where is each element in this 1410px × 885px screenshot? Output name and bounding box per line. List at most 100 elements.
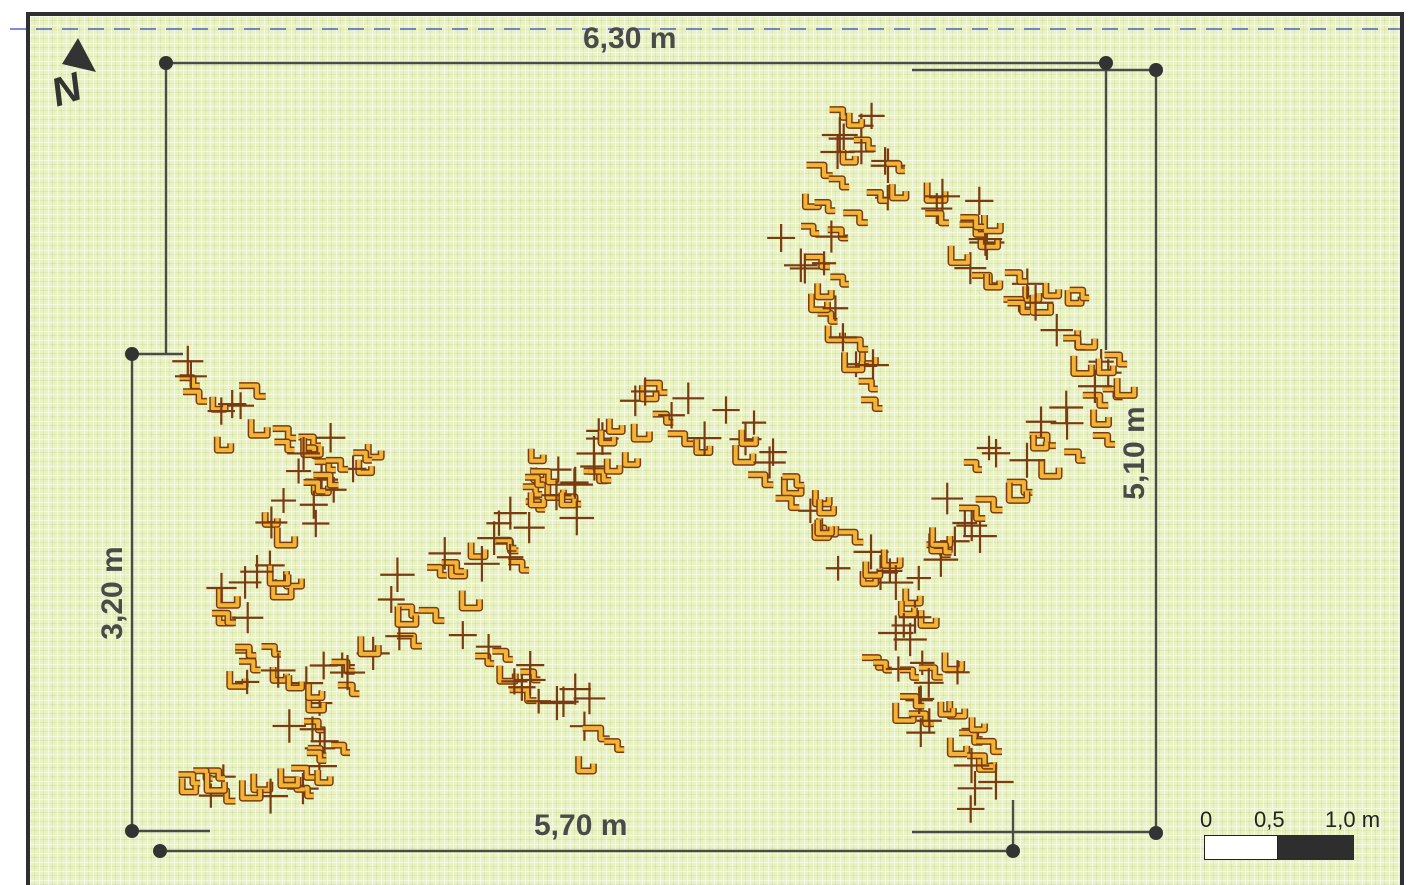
planting-stake — [759, 438, 787, 466]
planting-unit — [844, 337, 869, 352]
planting-unit — [272, 426, 297, 441]
planting-unit — [643, 381, 668, 395]
planting-unit — [903, 588, 923, 606]
planting-unit — [947, 701, 967, 719]
planting-unit — [667, 431, 694, 446]
planting-stake — [377, 586, 405, 613]
planting-unit — [858, 379, 878, 391]
planting-stake — [234, 669, 260, 695]
map-frame — [26, 12, 1404, 885]
planting-unit — [240, 780, 263, 801]
planting-unit — [180, 778, 198, 795]
planting-stake — [514, 664, 546, 696]
scale-segment-white — [1204, 835, 1278, 860]
planting-unit — [733, 445, 755, 465]
planting-unit — [1082, 393, 1109, 408]
planting-stake — [539, 685, 574, 721]
planting-unit — [805, 255, 830, 269]
planting-stake — [921, 193, 953, 224]
planting-unit — [853, 137, 876, 151]
planting-stake — [232, 602, 264, 634]
planting-unit — [605, 458, 622, 474]
planting-stake — [541, 480, 572, 511]
planting-unit — [888, 184, 910, 202]
planting-unit — [179, 375, 200, 388]
planting-unit — [588, 469, 612, 483]
planting-stake — [559, 500, 595, 536]
planting-unit — [235, 645, 257, 658]
planting-unit — [273, 527, 299, 549]
planting-unit — [211, 611, 236, 625]
planting-unit — [205, 773, 227, 793]
planting-stake — [878, 565, 914, 601]
planting-unit — [418, 608, 445, 623]
planting-stake — [963, 519, 997, 553]
planting-unit — [358, 636, 381, 656]
planting-unit — [1070, 355, 1095, 378]
planting-unit — [582, 726, 610, 741]
planting-unit — [508, 559, 530, 573]
planting-unit — [873, 660, 892, 673]
planting-unit — [890, 184, 908, 200]
planting-stake — [207, 397, 235, 425]
planting-unit — [396, 606, 418, 627]
planting-stake — [559, 673, 591, 705]
planting-stake — [329, 654, 366, 691]
planting-stake — [981, 439, 1011, 468]
planting-unit — [958, 505, 986, 521]
planting-unit — [266, 565, 292, 587]
planting-unit — [1007, 301, 1031, 315]
planting-unit — [652, 412, 674, 425]
planting-unit — [866, 190, 888, 203]
planting-stake — [228, 566, 262, 599]
planting-unit — [250, 773, 274, 794]
planting-stake — [1078, 369, 1112, 404]
planting-unit — [838, 530, 864, 545]
planting-stake — [576, 436, 612, 471]
planting-unit — [840, 149, 858, 165]
planting-unit — [357, 636, 382, 658]
planting-unit — [960, 215, 985, 230]
planting-unit — [531, 469, 558, 485]
planting-stake — [227, 392, 255, 420]
north-arrow-icon — [62, 38, 96, 72]
planting-unit — [529, 492, 546, 507]
planting-unit — [449, 562, 467, 579]
planting-stake — [299, 716, 326, 743]
planting-stake — [271, 488, 297, 514]
planting-unit — [809, 293, 830, 312]
planting-unit — [984, 274, 1002, 290]
planting-unit — [215, 436, 233, 453]
planting-unit — [559, 492, 577, 507]
planting-unit — [325, 458, 349, 472]
scale-tick-0: 0 — [1200, 807, 1213, 832]
planting-stake — [945, 660, 970, 685]
planting-unit — [268, 565, 290, 586]
planting-unit — [782, 474, 805, 488]
planting-stake — [885, 656, 912, 682]
planting-stake — [1049, 390, 1084, 425]
planting-unit — [732, 445, 757, 466]
planting-unit — [306, 684, 324, 700]
planting-clusters — [172, 102, 1138, 823]
planting-unit — [748, 472, 774, 487]
planting-unit — [458, 590, 484, 612]
planting-unit — [1092, 433, 1116, 447]
scale-tick-half: 0,5 — [1254, 807, 1285, 832]
planting-unit — [800, 224, 820, 236]
planting-stake — [672, 382, 705, 415]
planting-stake — [1025, 406, 1057, 437]
planting-unit — [306, 695, 326, 713]
planting-stake — [825, 555, 851, 581]
planting-unit — [941, 652, 966, 673]
planting-unit — [460, 590, 482, 610]
planting-unit — [694, 439, 712, 455]
dimension-label-left: 3,20 m — [96, 546, 129, 640]
planting-unit — [396, 634, 423, 649]
planting-unit — [975, 497, 1003, 513]
dimension-lines — [130, 61, 1158, 853]
planting-unit — [247, 419, 271, 439]
planting-stake — [741, 410, 767, 435]
planting-stake — [486, 510, 512, 536]
